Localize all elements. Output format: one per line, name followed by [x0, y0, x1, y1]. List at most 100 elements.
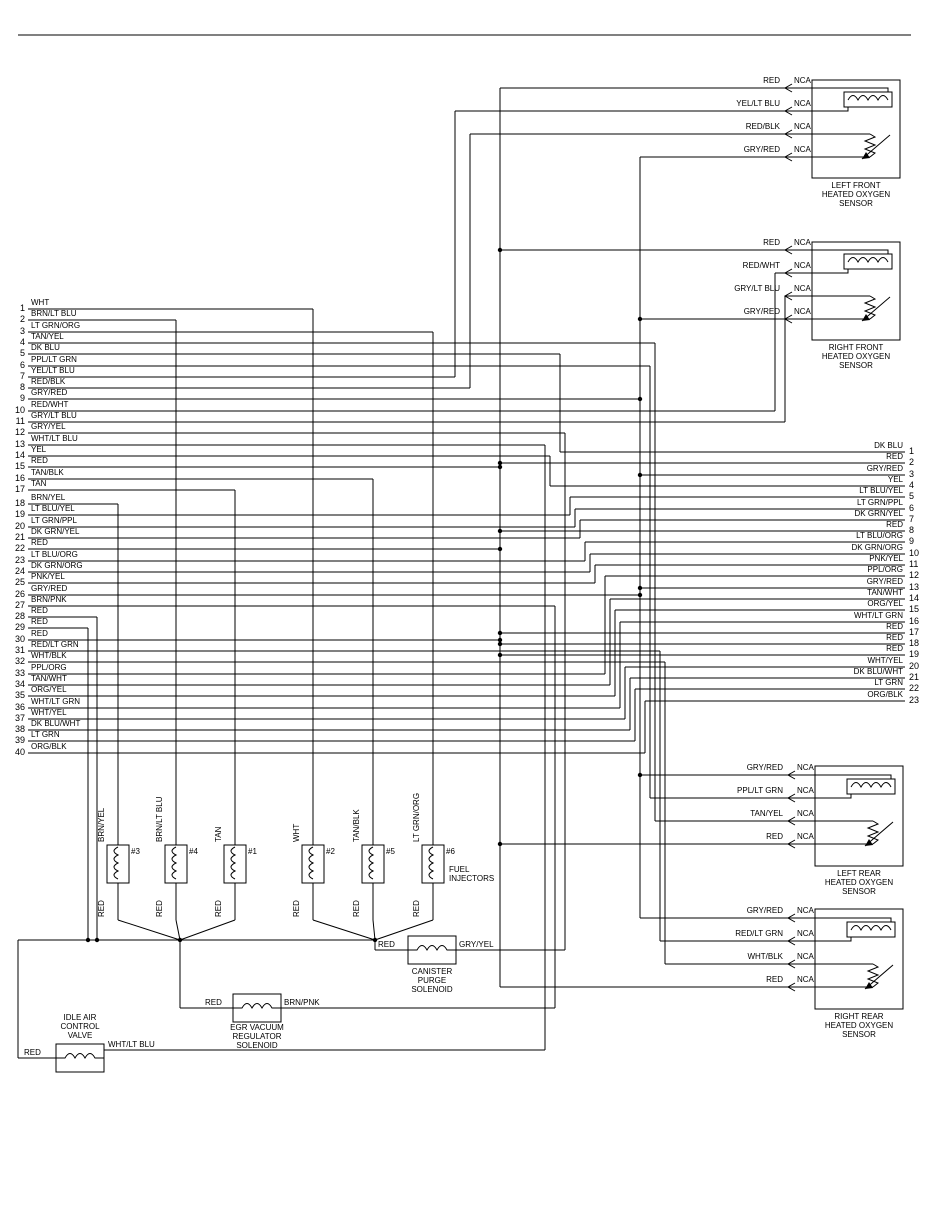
left-pin-number: 27 [14, 600, 25, 610]
left-pin-label: GRY/LT BLU [31, 411, 77, 420]
junction-dot [497, 841, 503, 847]
right-pin-label: TAN/WHT [867, 588, 903, 597]
solenoid-name: PURGE [417, 976, 447, 985]
right-pin-label: DK GRN/ORG [851, 543, 903, 552]
fuel-injectors-label: INJECTORS [449, 874, 495, 883]
sensor-name: SENSOR [842, 887, 876, 896]
nca-connector-icon [783, 83, 793, 93]
right-pin-number: 1 [909, 446, 915, 456]
injector-wire-label: RED [352, 900, 361, 917]
sensor-name: RIGHT FRONT [828, 343, 884, 352]
sensor-name: LEFT REAR [837, 869, 881, 878]
left-pin-label: BRN/PNK [31, 595, 67, 604]
left-pin-number: 11 [15, 416, 25, 426]
junction-dot [637, 472, 643, 478]
sensor-wire-label: GRY/RED [746, 763, 783, 772]
wire [179, 919, 236, 941]
right-pin-label: LT GRN [874, 678, 903, 687]
injector-number: #6 [446, 847, 455, 856]
right-pin-label: PPL/ORG [867, 565, 903, 574]
fuel-injectors-label: FUEL [449, 865, 470, 874]
junction-dot [497, 247, 503, 253]
left-pin-label: LT GRN/PPL [31, 516, 77, 525]
left-pin-number: 4 [19, 337, 25, 347]
injector-number: #2 [326, 847, 335, 856]
left-pin-label: DK GRN/ORG [31, 561, 83, 570]
nca-connector-icon [783, 268, 793, 278]
left-pin-number: 5 [19, 348, 25, 358]
junction-dot [637, 585, 643, 591]
junction-dot [637, 396, 643, 402]
sensor-name: HEATED OXYGEN [824, 878, 894, 887]
junction-dot [497, 630, 503, 636]
injector-number: #3 [131, 847, 140, 856]
right-pin-number: 10 [909, 548, 920, 558]
wire [117, 919, 181, 941]
left-pin-number: 6 [19, 360, 25, 370]
sensor-element-symbol [863, 133, 877, 158]
nca-label: NCA [794, 145, 811, 154]
left-pin-label: RED/LT GRN [31, 640, 79, 649]
nca-connector-icon [783, 314, 793, 324]
left-pin-label: TAN [31, 479, 47, 488]
heater-symbol [843, 253, 893, 270]
nca-label: NCA [797, 809, 814, 818]
coil-symbol [230, 846, 237, 880]
nca-connector-icon [786, 959, 796, 969]
coil-symbol [368, 846, 375, 880]
nca-label: NCA [794, 261, 811, 270]
right-pin-number: 15 [909, 604, 920, 614]
nca-connector-icon [783, 291, 793, 301]
right-pin-label: ORG/YEL [867, 599, 903, 608]
left-pin-number: 38 [14, 724, 25, 734]
right-pin-label: GRY/RED [866, 577, 903, 586]
sensor-wire-label: RED [763, 76, 780, 85]
sensor-box [814, 908, 904, 1010]
left-pin-number: 18 [14, 498, 25, 508]
iac-name: VALVE [67, 1031, 93, 1040]
sensor-name: HEATED OXYGEN [821, 190, 891, 199]
junction-dot [177, 937, 183, 943]
left-pin-label: WHT [31, 298, 50, 307]
left-pin-label: RED/BLK [31, 377, 66, 386]
sensor-element-symbol [866, 963, 880, 988]
sensor-wire-label: YEL/LT BLU [736, 99, 780, 108]
sensor-name: SENSOR [842, 1030, 876, 1039]
injector-wire-label: RED [97, 900, 106, 917]
left-pin-number: 20 [14, 521, 25, 531]
nca-connector-icon [786, 913, 796, 923]
left-pin-number: 21 [14, 532, 25, 542]
junction-dot [497, 460, 503, 466]
left-pin-label: BRN/YEL [31, 493, 66, 502]
sensor-wire-label: GRY/RED [746, 906, 783, 915]
left-pin-number: 15 [14, 461, 25, 471]
wire [312, 919, 376, 941]
right-pin-label: ORG/BLK [867, 690, 903, 699]
left-pin-number: 3 [19, 326, 25, 336]
right-pin-number: 9 [909, 536, 915, 546]
junction-dot [85, 937, 91, 943]
junction-dot [497, 652, 503, 658]
left-pin-label: RED [31, 606, 48, 615]
solenoid-name: SOLENOID [236, 1041, 278, 1050]
left-pin-label: DK BLU [31, 343, 60, 352]
sensor-inner-wire [815, 917, 892, 922]
junction-dot [637, 772, 643, 778]
left-pin-label: RED [31, 538, 48, 547]
sensor-arrowhead [865, 982, 873, 989]
injector-wire-label: RED [155, 900, 164, 917]
injector-wire-label: RED [412, 900, 421, 917]
injector-number: #1 [248, 847, 257, 856]
left-pin-number: 26 [14, 589, 25, 599]
right-pin-label: LT BLU/ORG [856, 531, 903, 540]
sensor-wire-label: RED [766, 975, 783, 984]
coil-symbol [408, 945, 456, 952]
injector-box [361, 844, 385, 884]
left-pin-number: 23 [14, 555, 25, 565]
injector-wire-label: WHT [292, 823, 301, 842]
right-pin-label: RED [886, 644, 903, 653]
right-pin-number: 18 [909, 638, 920, 648]
left-pin-number: 33 [14, 668, 25, 678]
nca-label: NCA [797, 906, 814, 915]
